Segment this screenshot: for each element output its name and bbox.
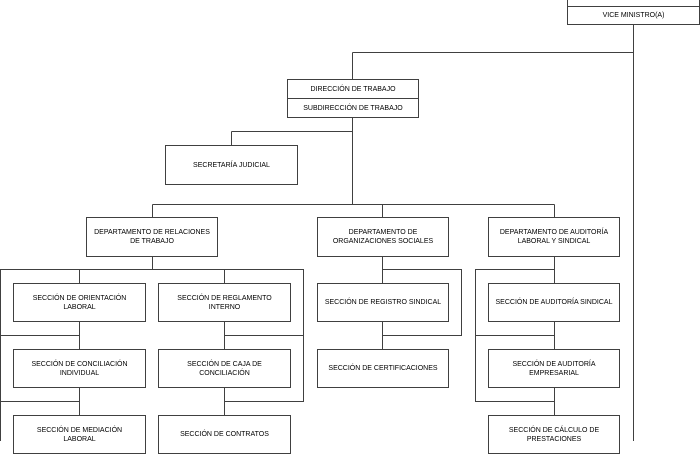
sec-caja-box: SECCIÓN DE CAJA DE CONCILIACIÓN: [158, 349, 291, 388]
sec-conciliacion-box: SECCIÓN DE CONCILIACIÓN INDIVIDUAL: [13, 349, 146, 388]
sec-reglamento-label: SECCIÓN DE REGLAMENTO INTERNO: [177, 294, 272, 311]
sec-orientacion-label: SECCIÓN DE ORIENTACIÓN LABORAL: [32, 294, 127, 311]
secretaria-box: SECRETARÍA JUDICIAL: [165, 145, 298, 185]
connector-lines: [0, 25, 634, 441]
sec-contratos-box: SECCIÓN DE CONTRATOS: [158, 415, 291, 454]
relaciones-left-bracket: [0, 269, 80, 441]
sec-auditoria-sindical-label: SECCIÓN DE AUDITORÍA SINDICAL: [495, 299, 613, 306]
depto-auditoria-label: DEPARTAMENTO DE AUDITORÍA LABORAL Y SIND…: [499, 229, 609, 245]
sec-certificaciones-box: SECCIÓN DE CERTIFICACIONES: [317, 349, 449, 388]
relaciones-right-bracket-upper: [224, 269, 304, 336]
sec-calculo-label: SECCIÓN DE CÁLCULO DE PRESTACIONES: [508, 426, 600, 443]
sec-mediacion-box: SECCIÓN DE MEDIACIÓN LABORAL: [13, 415, 146, 454]
secretaria-label: SECRETARÍA JUDICIAL: [193, 161, 270, 169]
sec-auditoria-sindical-box: SECCIÓN DE AUDITORÍA SINDICAL: [488, 283, 620, 322]
vice-ministro-label: VICE MINISTRO(A): [602, 12, 665, 19]
sec-certificaciones-label: SECCIÓN DE CERTIFICACIONES: [328, 365, 438, 372]
sec-reglamento-box: SECCIÓN DE REGLAMENTO INTERNO: [158, 283, 291, 322]
relaciones-right-bracket-lower: [224, 335, 304, 402]
depto-relaciones-box: DEPARTAMENTO DE RELACIONES DE TRABAJO: [86, 217, 218, 257]
sec-calculo-box: SECCIÓN DE CÁLCULO DE PRESTACIONES: [488, 415, 620, 454]
sec-registro-box: SECCIÓN DE REGISTRO SINDICAL: [317, 283, 449, 322]
direccion-box: DIRECCIÓN DE TRABAJO: [287, 79, 419, 99]
sec-orientacion-box: SECCIÓN DE ORIENTACIÓN LABORAL: [13, 283, 146, 322]
sec-registro-label: SECCIÓN DE REGISTRO SINDICAL: [324, 299, 442, 306]
organizaciones-bracket: [382, 269, 462, 336]
depto-auditoria-box: DEPARTAMENTO DE AUDITORÍA LABORAL Y SIND…: [488, 217, 620, 257]
sec-mediacion-label: SECCIÓN DE MEDIACIÓN LABORAL: [36, 426, 123, 443]
sec-auditoria-empresarial-box: SECCIÓN DE AUDITORÍA EMPRESARIAL: [488, 349, 620, 388]
subdireccion-label: SUBDIRECCIÓN DE TRABAJO: [303, 104, 403, 112]
sec-caja-label: SECCIÓN DE CAJA DE CONCILIACIÓN: [187, 360, 262, 377]
vice-ministro-box: VICE MINISTRO(A): [567, 6, 700, 25]
direccion-label: DIRECCIÓN DE TRABAJO: [310, 85, 396, 93]
sec-auditoria-empresarial-label: SECCIÓN DE AUDITORÍA EMPRESARIAL: [512, 360, 596, 377]
sec-conciliacion-label: SECCIÓN DE CONCILIACIÓN INDIVIDUAL: [31, 360, 128, 377]
depto-organizaciones-box: DEPARTAMENTO DE ORGANIZACIONES SOCIALES: [317, 217, 449, 257]
sec-contratos-label: SECCIÓN DE CONTRATOS: [180, 431, 269, 438]
depto-relaciones-label: DEPARTAMENTO DE RELACIONES DE TRABAJO: [94, 229, 210, 245]
depto-organizaciones-label: DEPARTAMENTO DE ORGANIZACIONES SOCIALES: [332, 229, 434, 245]
subdireccion-box: SUBDIRECCIÓN DE TRABAJO: [287, 98, 419, 118]
